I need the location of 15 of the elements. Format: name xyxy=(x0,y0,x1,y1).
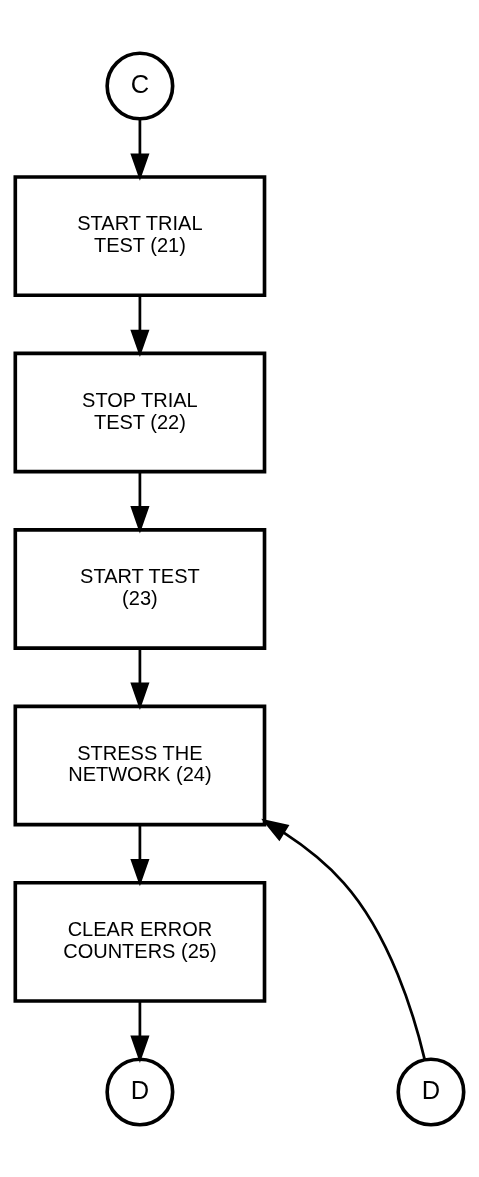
node-box: STRESS THE NETWORK (24) xyxy=(13,704,267,826)
node-circle: D xyxy=(396,1056,466,1127)
arrow xyxy=(130,471,150,533)
arrow xyxy=(130,647,150,710)
node-box: CLEAR ERROR COUNTERS (25) xyxy=(13,880,267,1003)
node-circle: D xyxy=(105,1056,175,1127)
arrow xyxy=(130,824,150,886)
arrow xyxy=(130,1001,150,1063)
node-circle: C xyxy=(105,50,175,121)
arrow xyxy=(130,118,150,181)
node-box: STOP TRIAL TEST (22) xyxy=(13,351,267,473)
node-box: START TRIAL TEST (21) xyxy=(13,174,267,297)
arrow xyxy=(130,294,150,357)
arrow xyxy=(261,818,426,1060)
node-box: START TEST (23) xyxy=(13,527,267,650)
